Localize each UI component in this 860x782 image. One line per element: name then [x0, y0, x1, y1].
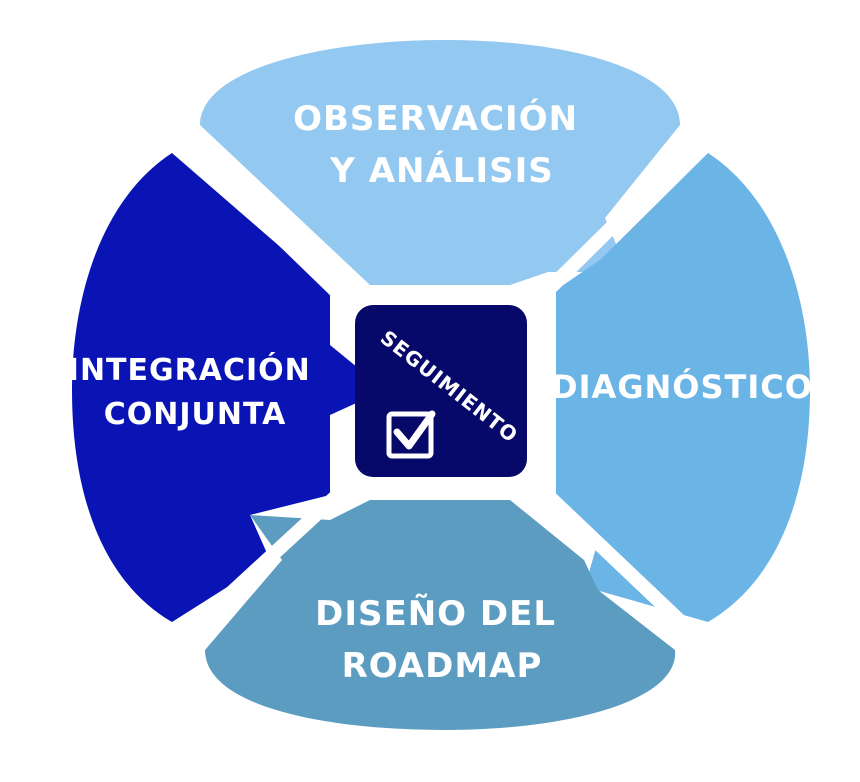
segment-top-label: OBSERVACIÓN Y ANÁLISIS	[293, 98, 591, 191]
segment-bottom-shape	[205, 500, 676, 730]
segment-diseno-roadmap: DISEÑO DEL ROADMAP	[205, 500, 676, 730]
segment-observacion-analisis: OBSERVACIÓN Y ANÁLISIS	[200, 40, 680, 285]
center-seguimiento: SEGUIMIENTO	[355, 305, 527, 477]
segment-left-line-2: CONJUNTA	[104, 397, 287, 432]
separator-bottom-right	[535, 482, 705, 646]
segment-separators	[175, 134, 705, 646]
segment-left-label: INTEGRACIÓN CONJUNTA	[68, 351, 322, 432]
checkbox-check-icon	[386, 410, 436, 459]
segment-bottom-label: DISEÑO DEL ROADMAP	[315, 593, 569, 686]
segment-top-line-2: Y ANÁLISIS	[329, 150, 553, 191]
segment-right-line-1: DIAGNÓSTICO	[551, 367, 813, 406]
segment-right-shape	[556, 153, 810, 622]
segment-bottom-line-1: DISEÑO DEL	[315, 593, 556, 634]
separator-top-right	[535, 135, 705, 303]
segment-left-line-1: INTEGRACIÓN	[68, 351, 311, 388]
separator-top-left	[175, 134, 350, 306]
segment-top-shape	[200, 40, 680, 285]
segment-right-label: DIAGNÓSTICO	[551, 367, 813, 406]
separator-bottom-left	[175, 482, 350, 646]
segment-top-line-1: OBSERVACIÓN	[293, 98, 578, 139]
segment-diagnostico: DIAGNÓSTICO	[551, 153, 813, 622]
segment-bottom-line-2: ROADMAP	[342, 646, 543, 686]
